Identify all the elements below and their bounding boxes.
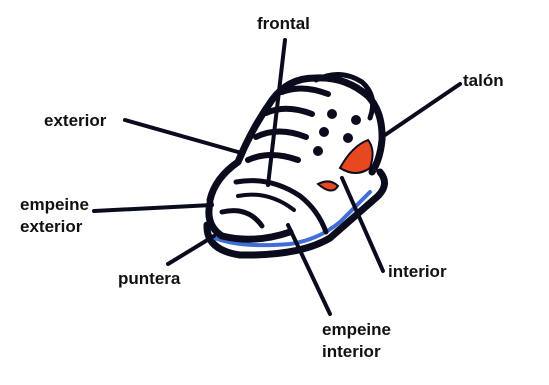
shoe-lace: [282, 88, 328, 94]
shoe-heel-accent: [340, 140, 373, 173]
label-empeine-exterior-line1: empeine: [20, 194, 89, 216]
label-interior: interior: [388, 261, 447, 283]
shoe-lace: [266, 109, 312, 114]
pointer-exterior: [125, 120, 238, 152]
shoe-toe-cap: [209, 203, 290, 239]
shoe-lace: [256, 132, 306, 138]
label-empeine-interior: empeine interior: [322, 319, 391, 363]
label-puntera: puntera: [118, 268, 180, 290]
label-empeine-exterior-line2: exterior: [20, 216, 89, 238]
label-empeine-interior-line2: interior: [322, 341, 391, 363]
label-talon: talón: [463, 70, 504, 92]
pointer-talon: [385, 84, 460, 135]
pointer-empeine-exterior: [94, 205, 212, 211]
pointer-puntera: [168, 236, 214, 264]
label-empeine-interior-line1: empeine: [322, 319, 391, 341]
label-empeine-exterior: empeine exterior: [20, 194, 89, 238]
label-frontal: frontal: [257, 13, 310, 35]
label-exterior: exterior: [44, 110, 106, 132]
